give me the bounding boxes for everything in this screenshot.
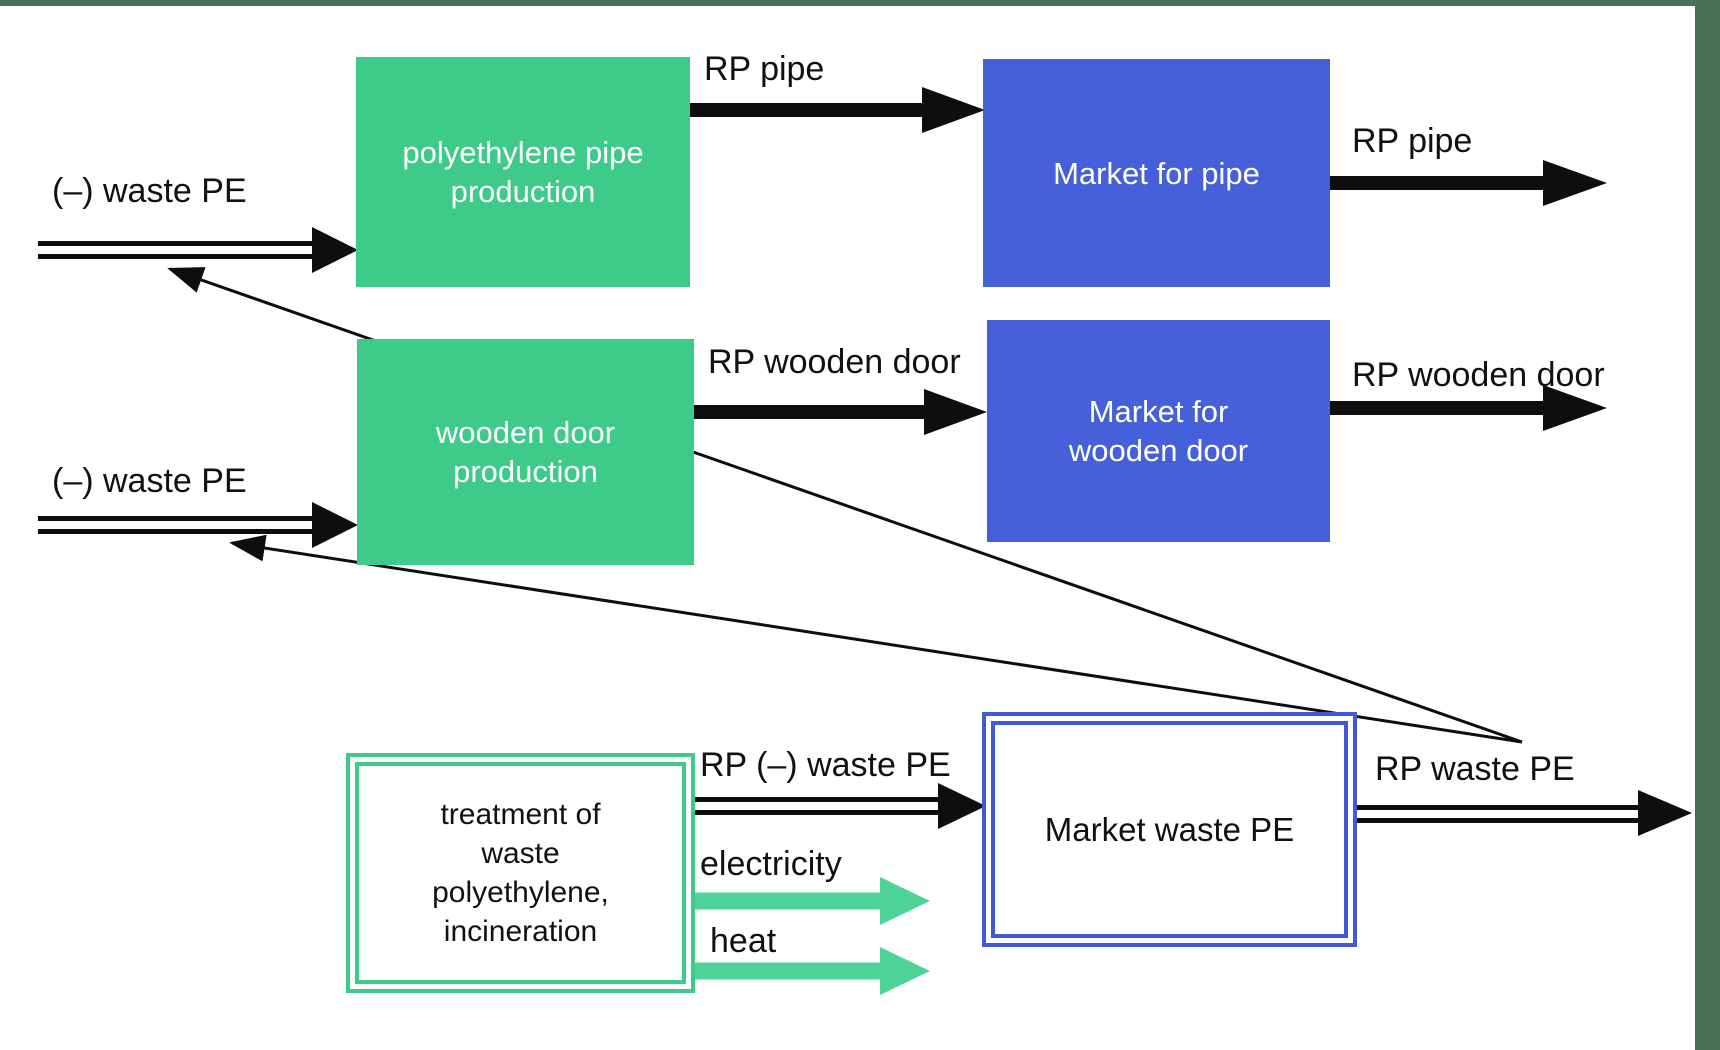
flow-label-heat: heat: [710, 922, 777, 960]
node-polyethylene-pipe-production: polyethylene pipe production: [356, 57, 690, 287]
node-label-line: production: [450, 174, 596, 209]
arrow-rp-wooden-door-to-market: [694, 389, 987, 435]
node-label-line: production: [453, 454, 598, 489]
node-label-line: Market for: [1088, 394, 1229, 429]
arrow-rp-pipe-to-market: [687, 87, 985, 133]
node-treatment-waste-polyethylene-incineration: treatment of waste polyethylene, inciner…: [346, 753, 695, 993]
node-label-line: polyethylene,: [432, 876, 609, 909]
flow-label-rp-pipe-production: RP pipe: [704, 50, 825, 88]
flow-label-rp-pipe-market: RP pipe: [1352, 122, 1473, 160]
arrow-neg-waste-pe-door: [38, 502, 358, 548]
node-label-line: polyethylene pipe: [402, 135, 644, 170]
flow-label-neg-waste-pe-pipe: (–) waste PE: [52, 172, 247, 210]
node-label-line: waste: [481, 837, 560, 870]
node-market-for-pipe: Market for pipe: [983, 59, 1330, 287]
node-label-line: Market waste PE: [1044, 810, 1295, 848]
flow-label-rp-waste-pe: RP waste PE: [1375, 750, 1575, 788]
frame-top-border: [0, 0, 1720, 6]
node-market-for-wooden-door: Market for wooden door: [987, 320, 1330, 542]
arrow-rp-pipe-out: [1330, 160, 1607, 206]
node-label-line: wooden door: [1068, 433, 1249, 468]
substitution-line-to-door-waste: [229, 534, 1523, 744]
flow-label-rp-wooden-door-market: RP wooden door: [1352, 356, 1605, 394]
arrow-rp-neg-waste-pe: [690, 783, 986, 829]
flow-label-rp-neg-waste-pe: RP (–) waste PE: [700, 746, 951, 784]
node-label-line: treatment of: [440, 798, 601, 831]
arrow-rp-wooden-door-out: [1330, 385, 1607, 431]
arrow-neg-waste-pe-pipe: [38, 227, 358, 273]
frame-right-border: [1695, 0, 1720, 1050]
node-label-line: incineration: [443, 915, 598, 948]
flow-label-rp-wooden-door-production: RP wooden door: [708, 343, 961, 381]
arrow-heat: [695, 947, 930, 995]
node-label-line: wooden door: [435, 415, 616, 450]
node-market-waste-pe: Market waste PE: [982, 712, 1357, 947]
node-wooden-door-production: wooden door production: [357, 339, 694, 565]
node-label-line: Market for pipe: [1053, 155, 1260, 191]
flow-label-neg-waste-pe-door: (–) waste PE: [52, 462, 247, 500]
flow-label-electricity: electricity: [700, 845, 842, 883]
arrow-electricity: [695, 877, 930, 925]
arrow-rp-waste-pe-out: [1357, 790, 1692, 836]
